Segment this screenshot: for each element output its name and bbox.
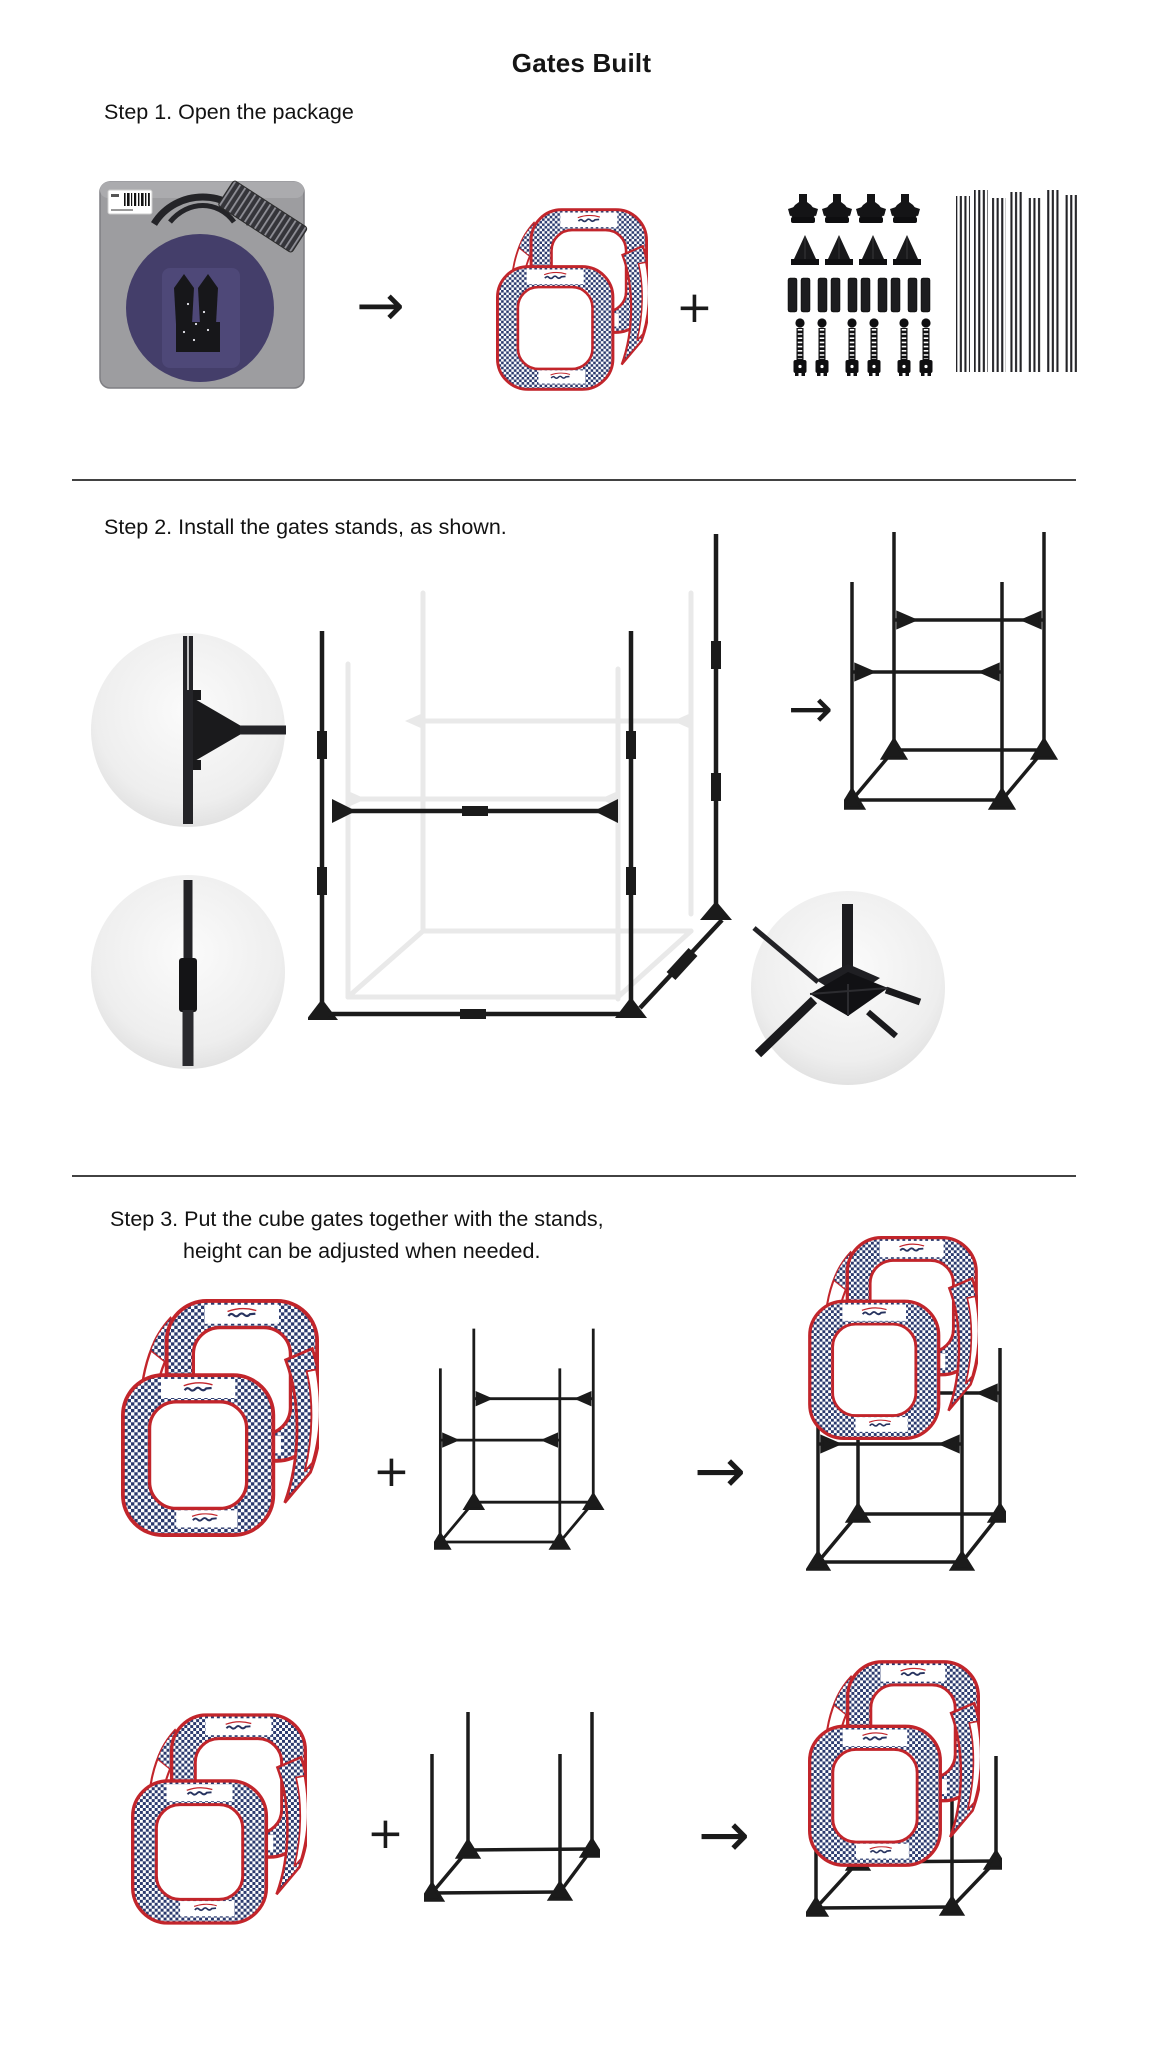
plus-icon: + bbox=[367, 1808, 404, 1859]
section-divider bbox=[72, 1175, 1076, 1177]
pole-sleeves-row bbox=[787, 277, 931, 313]
ghost-joints bbox=[348, 713, 691, 807]
stand-exploded-diagram bbox=[308, 534, 732, 1020]
sleeve bbox=[179, 958, 197, 1012]
gate-cube-figure bbox=[810, 1238, 980, 1439]
vertical-pole bbox=[183, 636, 193, 824]
loose-poles bbox=[308, 534, 732, 1020]
arrow-right-icon: → bbox=[698, 1798, 750, 1871]
arrow-right-icon: → bbox=[694, 1434, 746, 1507]
poles-bundle bbox=[956, 190, 1078, 372]
callout-tee-connector bbox=[91, 633, 286, 827]
arrow-right-icon: → bbox=[788, 677, 834, 740]
hardware-parts-figure bbox=[787, 190, 1078, 380]
gate-on-tall-stand-figure bbox=[806, 1236, 1006, 1571]
threaded-stakes-row bbox=[794, 318, 933, 376]
barcode-label bbox=[107, 189, 153, 215]
stand-feet-row bbox=[790, 234, 922, 266]
step2-label: Step 2. Install the gates stands, as sho… bbox=[104, 515, 507, 539]
callout-base-corner bbox=[751, 891, 945, 1085]
callout-sleeve-joint bbox=[91, 875, 285, 1069]
pouch-contents bbox=[174, 274, 220, 352]
plus-icon: + bbox=[373, 1446, 410, 1497]
gate-cube-figure bbox=[810, 1662, 982, 1865]
tall-stand-figure bbox=[434, 1322, 606, 1555]
arrow-right-icon: → bbox=[356, 271, 405, 339]
corner-connectors-row bbox=[788, 194, 920, 223]
gate-cube-figure bbox=[121, 1299, 319, 1537]
short-stand-figure bbox=[424, 1708, 600, 1904]
step3-label-line1: Step 3. Put the cube gates together with… bbox=[110, 1207, 604, 1231]
package-figure bbox=[99, 180, 308, 389]
assembled-stand-figure bbox=[844, 524, 1060, 816]
gate-on-short-stand-figure bbox=[806, 1660, 1002, 1917]
page-title: Gates Built bbox=[511, 48, 652, 78]
step1-label: Step 1. Open the package bbox=[104, 100, 354, 124]
pole-bag bbox=[218, 180, 308, 253]
step3-label-line2: height can be adjusted when needed. bbox=[183, 1239, 541, 1263]
horizontal-pole bbox=[240, 725, 286, 735]
section-divider bbox=[72, 479, 1076, 481]
ghost-frame bbox=[345, 590, 694, 1002]
tee-bracket bbox=[193, 698, 248, 762]
gate-cube-figure bbox=[496, 208, 648, 391]
plus-icon: + bbox=[676, 282, 713, 333]
gate-cube-figure bbox=[131, 1713, 307, 1925]
